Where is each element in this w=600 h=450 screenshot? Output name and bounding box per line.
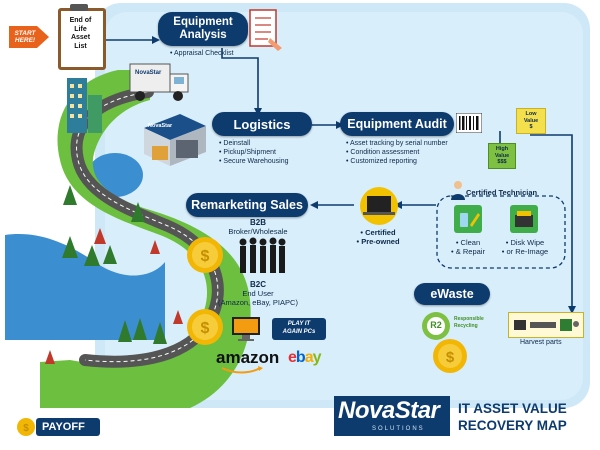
r2-recycling-icon <box>422 312 450 340</box>
clean-repair-label: Clean& Repair <box>444 238 492 256</box>
clean-repair-icon <box>454 205 482 233</box>
coin-icon: $ <box>187 237 223 273</box>
ewaste-title: eWaste <box>414 283 490 305</box>
warehouse-icon <box>144 114 206 166</box>
amazon-logo: amazon <box>216 348 280 367</box>
barcode-icon <box>456 113 482 133</box>
truck-logo: NovaStar <box>135 70 162 76</box>
logistics-bullets: Deinstall Pickup/Shipment Secure Warehou… <box>219 139 288 166</box>
certified-preowned-label: CertifiedPre-owned <box>348 228 408 246</box>
novastar-logo-box <box>334 396 450 436</box>
payoff-badge <box>36 418 100 436</box>
svg-text:$: $ <box>23 423 29 434</box>
b2b-desc: Broker/Wholesale <box>228 227 288 236</box>
b2c-desc: End User(Amazon, eBay, PIAPC) <box>218 289 298 307</box>
equipment-audit-title: Equipment Audit <box>340 112 454 136</box>
ebay-logo: ebay <box>288 349 321 366</box>
novastar-sub: SOLUTIONS <box>372 426 425 432</box>
disk-wipe-icon <box>510 205 538 233</box>
certified-technician-title: Certified Technician <box>466 188 538 197</box>
payoff-label: PAYOFF <box>42 421 85 433</box>
technician-icon <box>451 181 465 200</box>
eol-clipboard <box>58 8 106 70</box>
payoff-coin-icon: $ <box>17 418 35 436</box>
logistics-title: Logistics <box>212 112 312 136</box>
novastar-logo: NovaStar <box>338 397 440 424</box>
business-people-icon <box>239 237 286 273</box>
disk-wipe-label: Disk Wipeor Re-Image <box>498 238 552 256</box>
computer-icon <box>232 317 260 341</box>
svg-text:$: $ <box>446 349 455 366</box>
play-it-again-logo <box>272 318 326 340</box>
certified-preowned-icon <box>360 187 398 225</box>
harvest-parts-label: Harvest parts <box>520 339 562 346</box>
start-arrow-icon <box>9 26 49 48</box>
equipment-audit-bullets: Asset tracking by serial number Conditio… <box>346 139 448 166</box>
b2b-title: B2B <box>249 218 266 227</box>
coin-icon: $ <box>187 309 223 345</box>
warehouse-logo: NovaStar <box>148 123 173 129</box>
clipboard-clip-icon <box>70 4 88 11</box>
svg-text:$: $ <box>201 320 210 337</box>
r2-mark: R2 <box>430 320 442 330</box>
remarketing-sales-title: Remarketing Sales <box>186 193 308 217</box>
b2c-title: B2C <box>249 280 266 289</box>
coin-icon: $ <box>433 339 467 373</box>
svg-text:$: $ <box>201 248 210 265</box>
harvest-parts-icon <box>514 319 579 331</box>
truck-icon <box>129 63 189 101</box>
checklist-icon <box>249 9 282 51</box>
equipment-analysis-bullets: Appraisal Checklist <box>170 49 234 58</box>
amazon-smile-icon <box>221 366 263 374</box>
